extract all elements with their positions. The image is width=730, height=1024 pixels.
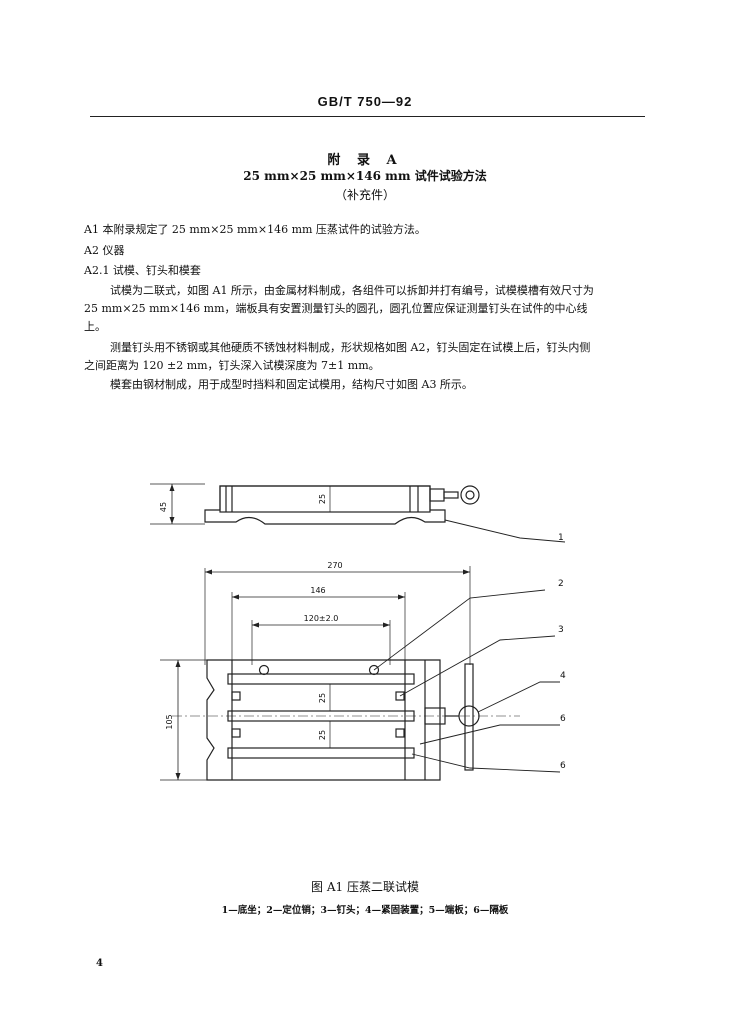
callout-6b: 6 — [560, 761, 566, 771]
dim-146: 146 — [310, 586, 325, 595]
clause-a2-1: A2.1 试模、钉头和模套 — [84, 264, 201, 277]
figure-legend: 1—底坐；2—定位销；3—钉头；4—紧固装置；5—端板；6—隔板 — [221, 905, 509, 916]
paragraph-1-line-2: 25 mm×25 mm×146 mm，端板具有安置测量钉头的圆孔，圆孔位置应保证… — [84, 302, 588, 315]
paragraph-1-line-1: 试模为二联式，如图 A1 所示，由金属材料制成，各组件可以拆卸并打有编号，试模模… — [110, 284, 594, 297]
paragraph-3-line-1: 模套由钢材制成，用于成型时挡料和固定试模用，结构尺寸如图 A3 所示。 — [110, 378, 473, 391]
plan-view — [160, 566, 561, 781]
dimension-arrows — [169, 484, 470, 780]
dim-25-side: 25 — [318, 494, 327, 504]
clause-a2: A2 仪器 — [84, 244, 125, 257]
figure-caption: 图 A1 压蒸二联试模 — [311, 880, 419, 894]
dim-270: 270 — [327, 561, 342, 570]
header-rule — [90, 116, 645, 117]
dim-105: 105 — [165, 714, 174, 729]
callout-3: 3 — [558, 625, 564, 635]
dim-45: 45 — [159, 502, 168, 512]
dim-25-top: 25 — [318, 693, 327, 703]
paragraph-2-line-1: 测量钉头用不锈钢或其他硬质不锈蚀材料制成，形状规格如图 A2，钉头固定在试模上后… — [110, 341, 591, 354]
callout-6a: 6 — [560, 714, 566, 724]
callout-4: 4 — [560, 671, 566, 681]
dim-25-bottom: 25 — [318, 730, 327, 740]
paragraph-1-line-3: 上。 — [84, 320, 106, 333]
page-number: 4 — [96, 958, 103, 969]
appendix-note: （补充件） — [334, 188, 395, 202]
appendix-title: 25 mm×25 mm×146 mm 试件试验方法 — [243, 169, 487, 183]
dim-120: 120±2.0 — [304, 614, 339, 623]
standard-code: GB/T 750—92 — [317, 94, 413, 109]
callout-1: 1 — [558, 533, 564, 543]
clause-a1: A1 本附录规定了 25 mm×25 mm×146 mm 压蒸试件的试验方法。 — [84, 223, 426, 236]
callout-2: 2 — [558, 579, 564, 589]
appendix-label: 附 录 A — [327, 153, 403, 168]
paragraph-2-line-2: 之间距离为 120 ±2 mm，钉头深入试模深度为 7±1 mm。 — [84, 359, 380, 372]
elevation-view — [150, 483, 566, 543]
